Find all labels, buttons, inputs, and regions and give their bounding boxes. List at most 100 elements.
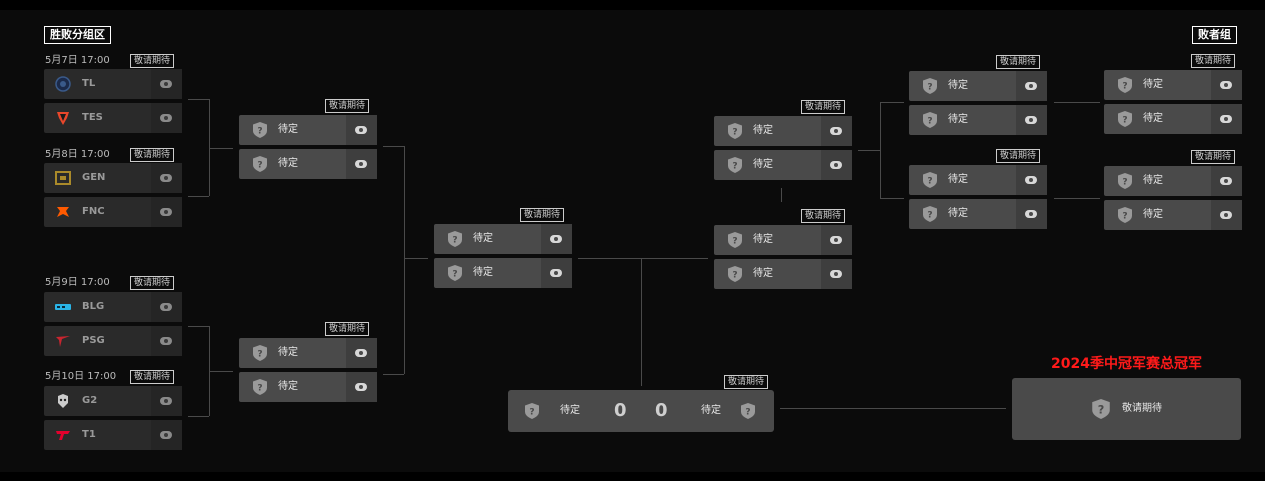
champion-title: 2024季中冠军赛总冠军 <box>1051 356 1202 372</box>
final-status-tag: 敬请期待 <box>724 375 769 389</box>
tbd-team-row[interactable]: ?待定 <box>1104 166 1242 196</box>
score-cell <box>151 326 182 356</box>
team-name: GEN <box>82 172 106 183</box>
svg-text:?: ? <box>1122 178 1127 188</box>
score-cell <box>1211 70 1242 100</box>
score-placeholder-icon <box>355 349 367 357</box>
score-placeholder-icon <box>1220 177 1232 185</box>
tbd-team-row[interactable]: ?待定 <box>1104 200 1242 230</box>
score-placeholder-icon <box>355 383 367 391</box>
fnc-logo-icon <box>57 207 69 217</box>
tbd-team-row[interactable]: ?待定 <box>239 372 377 402</box>
t1-logo-icon <box>56 431 70 440</box>
score-cell <box>541 258 572 288</box>
score-cell <box>1211 104 1242 134</box>
team-row[interactable]: BLG <box>44 292 182 322</box>
unknown-team-shield-icon: ? <box>1118 111 1132 127</box>
score-cell <box>151 197 182 227</box>
match-status-tag: 敬请期待 <box>801 100 846 114</box>
grand-final-match[interactable]: ? 待定 0 0 待定 ? <box>508 390 774 432</box>
svg-text:?: ? <box>732 271 737 281</box>
final-score-a: 0 <box>614 400 627 421</box>
score-placeholder-icon <box>550 269 562 277</box>
unknown-team-shield-icon: ? <box>253 379 267 395</box>
team-name: 待定 <box>1143 209 1163 220</box>
tbd-team-row[interactable]: ?待定 <box>434 258 572 288</box>
svg-text:?: ? <box>927 211 932 221</box>
score-cell <box>821 150 852 180</box>
score-placeholder-icon <box>355 160 367 168</box>
score-placeholder-icon <box>830 270 842 278</box>
tbd-team-row[interactable]: ?待定 <box>714 225 852 255</box>
tbd-team-row[interactable]: ?待定 <box>909 165 1047 195</box>
tbd-team-row[interactable]: ?待定 <box>434 224 572 254</box>
team-name: T1 <box>82 429 96 440</box>
score-cell <box>151 103 182 133</box>
score-cell <box>541 224 572 254</box>
svg-text:?: ? <box>529 408 534 418</box>
svg-text:?: ? <box>732 162 737 172</box>
tbd-team-row[interactable]: ?待定 <box>239 338 377 368</box>
tbd-team-row[interactable]: ? 待定 <box>1104 104 1242 134</box>
score-placeholder-icon <box>550 235 562 243</box>
tbd-team-row[interactable]: ? 待定 <box>909 105 1047 135</box>
unknown-team-shield-icon: ? <box>728 123 742 139</box>
score-cell <box>151 292 182 322</box>
score-placeholder-icon <box>830 127 842 135</box>
unknown-team-shield-icon: ? <box>1118 77 1132 93</box>
score-placeholder-icon <box>160 174 172 182</box>
tbd-team-row[interactable]: ?待定 <box>714 116 852 146</box>
tbd-team-row[interactable]: ? 待定 <box>909 199 1047 229</box>
team-name: 待定 <box>948 208 968 219</box>
team-name: 待定 <box>278 124 298 135</box>
tbd-team-row[interactable]: ?待定 <box>909 71 1047 101</box>
tbd-team-row[interactable]: ?待定 <box>714 259 852 289</box>
score-placeholder-icon <box>160 397 172 405</box>
match-status-tag: 敬请期待 <box>325 322 370 336</box>
team-name: 待定 <box>1143 113 1163 124</box>
score-placeholder-icon <box>1025 210 1037 218</box>
team-row[interactable]: TES <box>44 103 182 133</box>
score-placeholder-icon <box>160 208 172 216</box>
team-name: 待定 <box>278 158 298 169</box>
team-name: 待定 <box>1143 79 1163 90</box>
match-time: 5月8日 17:00 <box>45 149 110 160</box>
match-time: 5月7日 17:00 <box>45 55 110 66</box>
team-row[interactable]: FNC <box>44 197 182 227</box>
losers-bracket-label: 败者组 <box>1192 26 1237 44</box>
score-cell <box>821 225 852 255</box>
score-cell <box>151 386 182 416</box>
unknown-team-shield-icon: ? <box>923 78 937 94</box>
svg-text:?: ? <box>452 236 457 246</box>
bracket-stage: 胜败分组区 败者组 5月7日 17:00 敬请期待 TL TES 5月8日 17… <box>0 10 1265 472</box>
score-placeholder-icon <box>160 337 172 345</box>
svg-text:?: ? <box>927 83 932 93</box>
match-status-tag: 敬请期待 <box>1191 54 1236 68</box>
team-row[interactable]: T1 <box>44 420 182 450</box>
team-row[interactable]: TL <box>44 69 182 99</box>
final-team-b-name: 待定 <box>701 405 721 416</box>
score-cell <box>151 420 182 450</box>
score-placeholder-icon <box>1025 82 1037 90</box>
tbd-team-row[interactable]: ?待定 <box>239 115 377 145</box>
svg-text:?: ? <box>927 117 932 127</box>
unknown-team-shield-icon: ? <box>253 156 267 172</box>
tbd-team-row[interactable]: ? 待定 <box>1104 70 1242 100</box>
unknown-team-shield-icon: ? <box>525 403 539 419</box>
match-time: 5月9日 17:00 <box>45 277 110 288</box>
team-row[interactable]: GEN <box>44 163 182 193</box>
g2-logo-icon <box>58 394 68 408</box>
score-cell <box>821 259 852 289</box>
tbd-team-row[interactable]: ?待定 <box>714 150 852 180</box>
match-status-tag: 敬请期待 <box>520 208 565 222</box>
score-cell <box>1016 105 1047 135</box>
match-status-tag: 敬请期待 <box>130 148 175 162</box>
tbd-team-row[interactable]: ? 待定 <box>239 149 377 179</box>
team-row[interactable]: G2 <box>44 386 182 416</box>
team-name: 待定 <box>753 234 773 245</box>
team-row[interactable]: PSG <box>44 326 182 356</box>
champion-card[interactable]: ? 敬请期待 <box>1012 378 1241 440</box>
team-name: G2 <box>82 395 98 406</box>
svg-text:?: ? <box>927 177 932 187</box>
team-name: 待定 <box>948 114 968 125</box>
